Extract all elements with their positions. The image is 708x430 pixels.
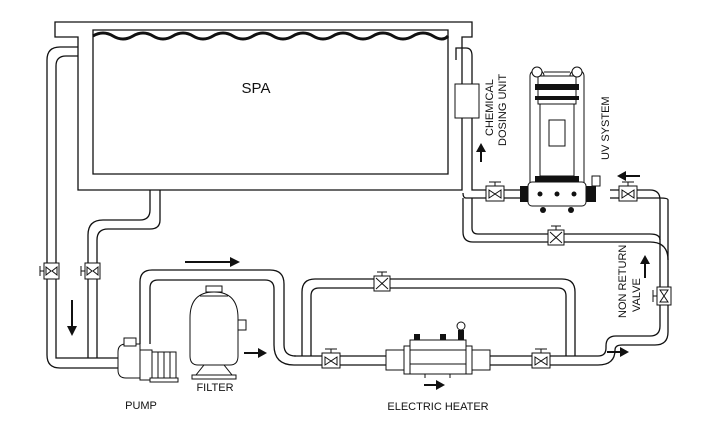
water-surface [92, 31, 450, 41]
uv-outlet-valve [485, 181, 505, 202]
flow-arrow-up-dosing [476, 143, 486, 162]
pump [117, 337, 179, 383]
uv-bypass-valve [547, 225, 565, 246]
electric-heater-label: ELECTRIC HEATER [387, 401, 488, 413]
non-return-valve-label-1: NON RETURN [617, 245, 629, 318]
flow-arrow-right-filter [244, 348, 267, 358]
uv-loop-pipes [455, 47, 669, 261]
left-valve-b [80, 262, 101, 280]
pump-label: PUMP [125, 400, 157, 412]
heater-loop-pipes [294, 200, 669, 366]
chemical-dosing-unit [454, 83, 480, 119]
flow-arrow-right-heater [424, 380, 445, 390]
uv-inlet-valve [618, 181, 638, 202]
left-suction-pipe [46, 46, 161, 369]
chemical-dosing-label-2: DOSING UNIT [497, 74, 509, 146]
flow-arrow-up-right [640, 255, 650, 278]
flow-arrow-right-top [185, 257, 240, 267]
electric-heater [385, 321, 491, 378]
pump-to-filter-pipe [139, 269, 297, 366]
uv-system-label: UV SYSTEM [600, 96, 612, 160]
flow-arrow-right-outlet [607, 347, 629, 357]
flow-arrow-left-uv [617, 171, 640, 181]
bypass-valve [373, 271, 391, 292]
heater-inlet-valve [321, 348, 341, 369]
non-return-valve [652, 286, 672, 306]
flow-arrow-down-left [67, 300, 77, 336]
spa-label: SPA [242, 80, 271, 97]
spa-tank [54, 21, 473, 191]
heater-outlet-valve [531, 348, 551, 369]
non-return-valve-label-2: VALVE [631, 278, 643, 312]
sand-filter [189, 285, 247, 380]
uv-system [520, 66, 601, 213]
left-valve-a [39, 262, 60, 280]
chemical-dosing-label-1: CHEMICAL [484, 79, 496, 136]
filter-label: FILTER [196, 382, 233, 394]
